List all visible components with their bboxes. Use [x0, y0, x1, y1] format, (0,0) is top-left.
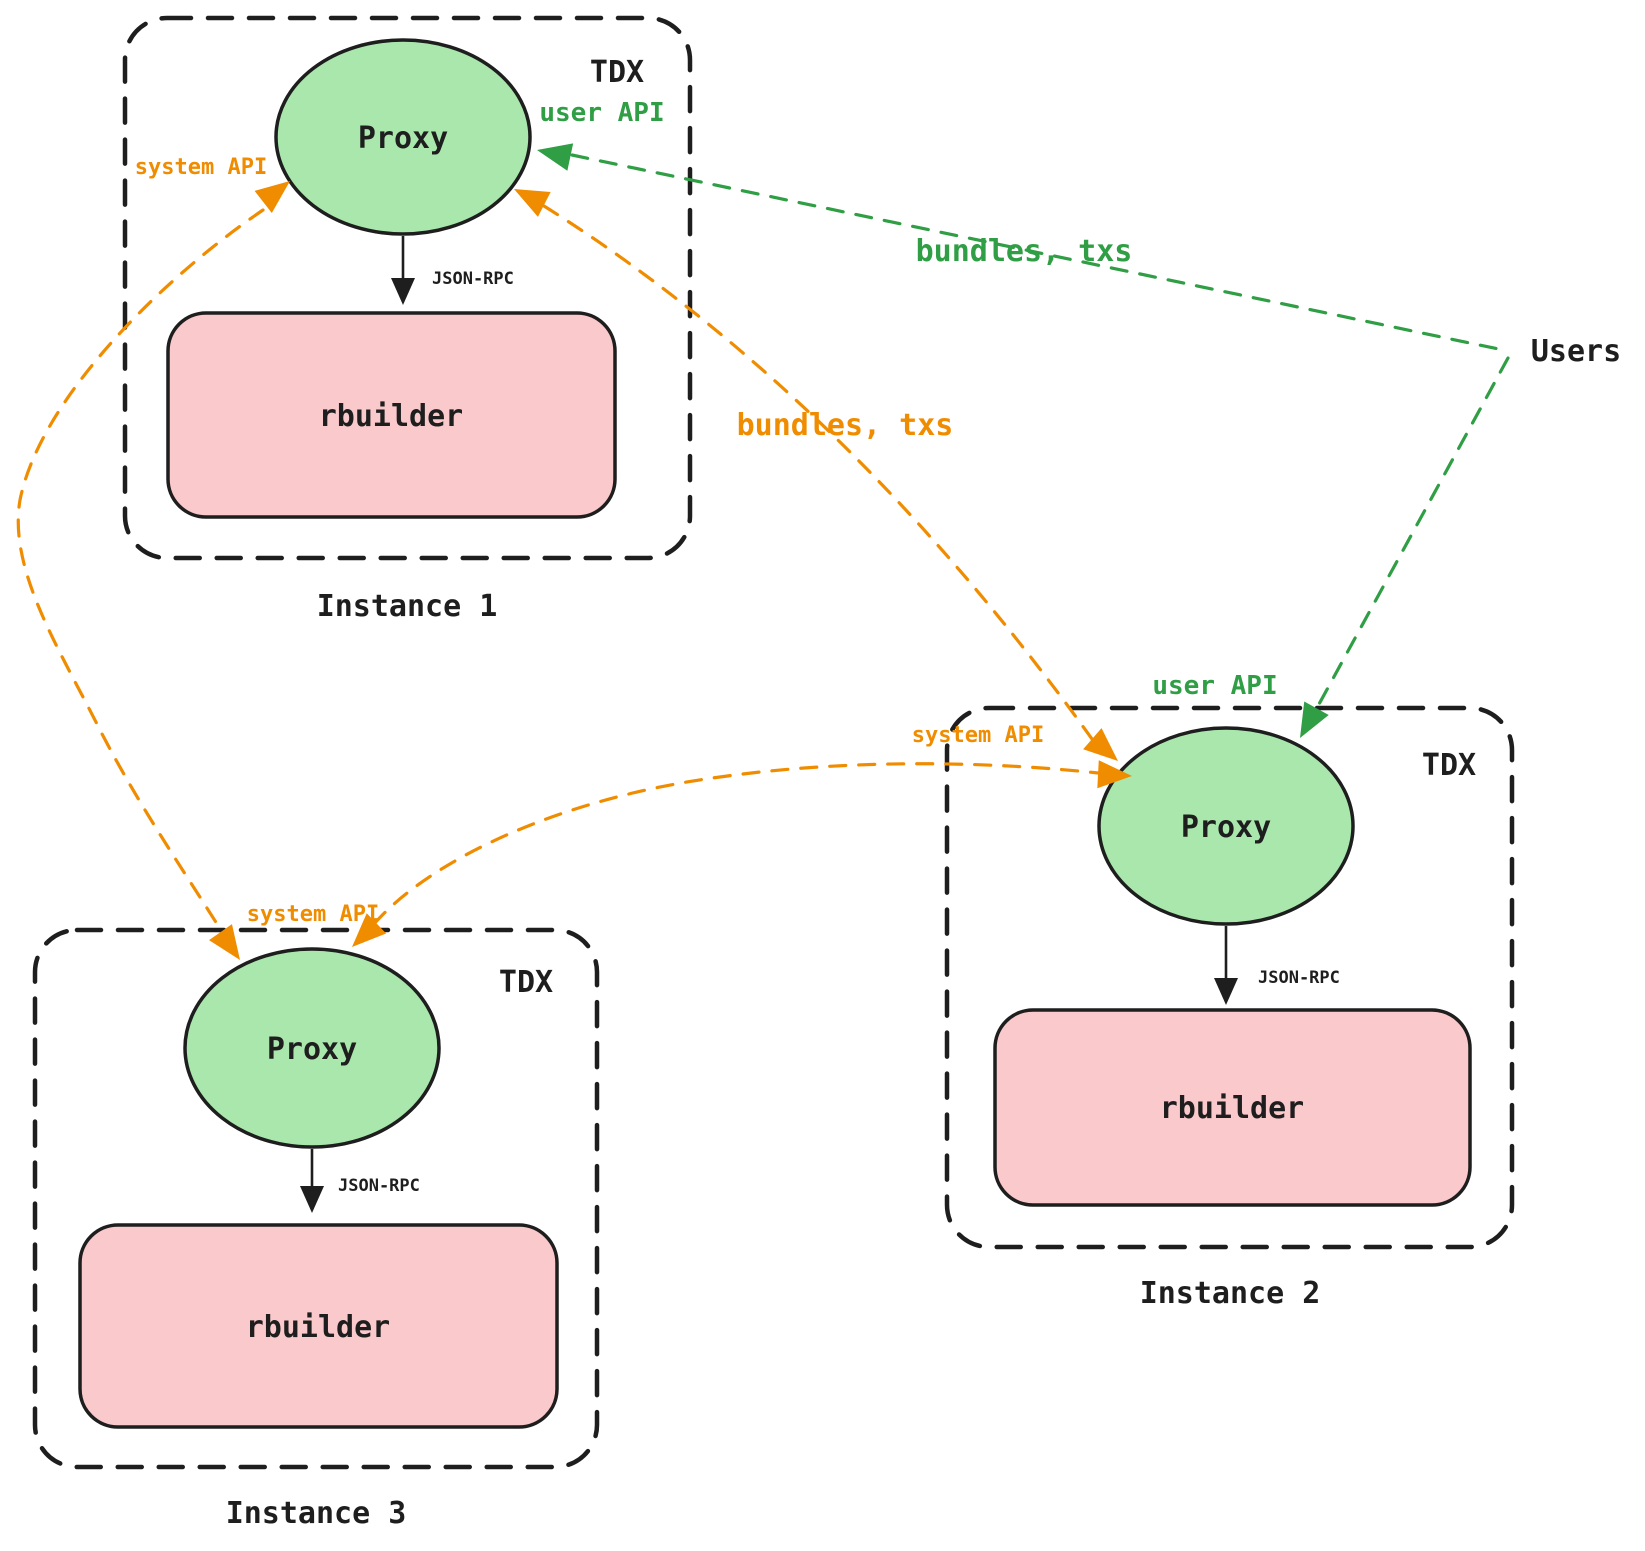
- system-api-edges-group: [16, 181, 1132, 960]
- instance-3-rbuilder-node: [78, 1223, 559, 1429]
- proxy3-left-arrowhead-icon: [209, 924, 240, 960]
- instance-1-group: TDX Proxy JSON-RPC rbuilder Instance 1: [122, 15, 693, 624]
- proxy2-left-arrowhead-icon: [1097, 760, 1132, 789]
- instance-1-tdx-boundary: [122, 15, 693, 561]
- instance-2-rbuilder-label: rbuilder: [1160, 1091, 1305, 1126]
- instance-3-jsonrpc-arrowhead-icon: [300, 1186, 324, 1213]
- instance-2-proxy-label: Proxy: [1181, 810, 1271, 845]
- instance-1-rbuilder-label: rbuilder: [319, 399, 464, 434]
- user-api-label-instance1: user API: [539, 98, 664, 128]
- instance-1-caption: Instance 1: [317, 589, 498, 624]
- user-api-edges-group: [537, 143, 1510, 738]
- system-api-label-instance2: system API: [912, 723, 1044, 748]
- bundles-txs-label-green: bundles, txs: [916, 234, 1133, 269]
- instance-1-proxy-node: [274, 38, 532, 236]
- instance-2-jsonrpc-label: JSON-RPC: [1258, 968, 1340, 988]
- proxy1-proxy3-edge: [16, 208, 265, 934]
- proxy1-proxy2-edge: [542, 204, 1094, 741]
- instance-1-tdx-label: TDX: [590, 55, 644, 90]
- users-to-proxy2-arrowhead-icon: [1300, 701, 1329, 738]
- instance-2-jsonrpc-arrowhead-icon: [1214, 978, 1238, 1005]
- instance-1-proxy-label: Proxy: [358, 121, 448, 156]
- instance-2-caption: Instance 2: [1140, 1276, 1321, 1311]
- instance-3-group: TDX Proxy JSON-RPC rbuilder Instance 3: [32, 927, 600, 1531]
- instance-2-group: TDX Proxy JSON-RPC rbuilder Instance 2: [944, 705, 1515, 1311]
- instance-3-tdx-label: TDX: [499, 965, 553, 1000]
- user-api-label-instance2: user API: [1152, 671, 1277, 701]
- instance-1-jsonrpc-arrowhead-icon: [391, 278, 415, 305]
- instance-3-jsonrpc-label: JSON-RPC: [338, 1176, 420, 1196]
- edge-labels-group: user API user API system API system API …: [135, 98, 1621, 927]
- instance-2-tdx-label: TDX: [1422, 748, 1476, 783]
- instance-3-proxy-label: Proxy: [267, 1032, 357, 1067]
- instance-3-rbuilder-label: rbuilder: [246, 1310, 391, 1345]
- proxy3-right-arrowhead-icon: [352, 913, 387, 947]
- instance-3-proxy-node: [183, 947, 441, 1149]
- users-to-proxy1-arrowhead-icon: [537, 143, 574, 171]
- instance-2-rbuilder-node: [993, 1008, 1472, 1207]
- users-to-proxy2-edge: [1316, 356, 1510, 708]
- instance-3-caption: Instance 3: [226, 1496, 407, 1531]
- users-to-proxy1-edge: [570, 153, 1510, 353]
- users-label: Users: [1531, 334, 1621, 369]
- system-api-label-instance1: system API: [135, 155, 267, 180]
- proxy1-left-arrowhead-icon: [254, 181, 290, 213]
- proxy3-proxy2-edge: [372, 762, 1100, 926]
- instance-1-jsonrpc-label: JSON-RPC: [432, 269, 514, 289]
- instance-1-rbuilder-node: [166, 311, 617, 519]
- proxy2-upper-arrowhead-icon: [1083, 728, 1118, 761]
- system-api-label-instance3: system API: [247, 902, 379, 927]
- bundles-txs-label-orange: bundles, txs: [737, 408, 954, 443]
- proxy1-right-arrowhead-icon: [514, 189, 551, 217]
- instance-2-proxy-node: [1097, 726, 1355, 926]
